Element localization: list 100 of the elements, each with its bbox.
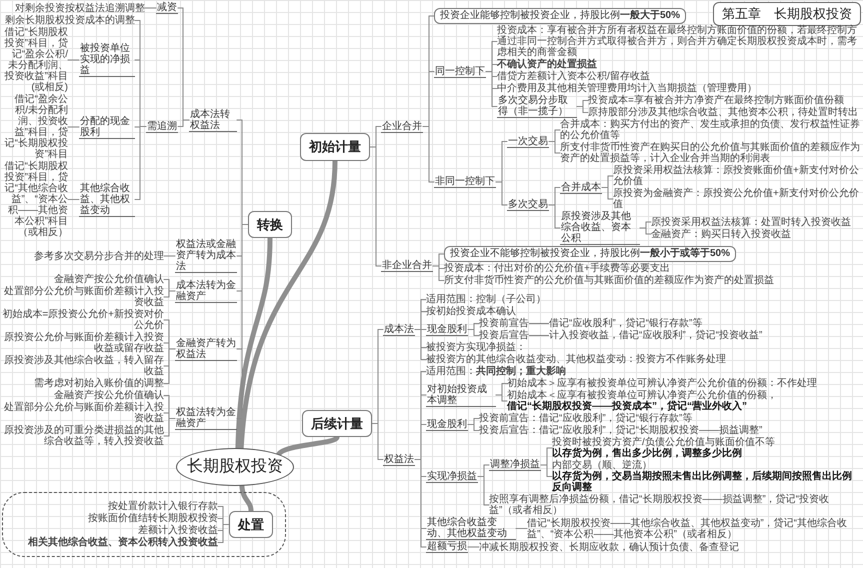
connector-line	[548, 141, 560, 154]
branch-heading: 权益法	[383, 454, 415, 466]
branch-text: 投资后宣告——计入投资收益，借记“应收股利”，贷记“投资收益”	[479, 330, 762, 341]
branch-text: 投资成本：付出对价的公允价值+手续费等必要支出	[444, 263, 670, 274]
branch-heading: 现金股利	[426, 418, 468, 430]
connector-line	[540, 464, 552, 477]
branch-text: 剩余长期股权投资成本的调整	[5, 15, 135, 26]
branch-text: 冲减长期股权投资、长期应收款，确认预计负债、备查登记	[479, 542, 739, 552]
connector-line	[516, 528, 528, 529]
branch-text: 原投资涉及的可重分类进损益的其他综合收益等，转入投资收益	[2, 425, 164, 447]
branch-text: 被投资方实现净损益：	[426, 342, 526, 353]
cloud-outline	[2, 492, 286, 557]
branch-text: 对剩余投资按权益法追溯调整	[15, 2, 145, 14]
branch-text: 金融资产按公允价值确认	[54, 390, 164, 401]
branch-text: 按账面价值结转长期股权投资	[88, 513, 218, 524]
connector-line	[640, 228, 652, 234]
connector-line	[68, 199, 80, 200]
branch-text: 以存货为例，售出多少比例，调整多少比例	[552, 448, 743, 459]
branch-text: 按初始投资成本确认	[426, 306, 516, 317]
connector-line	[414, 329, 426, 360]
connector-line	[178, 120, 190, 127]
branch-text: 合并成本：购买方付出的资产、发生或承担的负债、发行权益性证券的公允价值等	[560, 119, 861, 141]
branch-heading: 非企业合并	[381, 260, 433, 272]
connector-line	[372, 423, 384, 460]
branch-curve	[238, 158, 338, 451]
branch-text: 不确认资产的处置损益	[497, 59, 597, 70]
branch-heading: 一次交易	[507, 136, 549, 148]
topic-box: 初始计量	[300, 133, 370, 161]
branch-heading: 企业合并	[381, 120, 423, 132]
callout-box: 投资企业能够控制被投资企业，持股比例一般大于50%	[434, 8, 686, 24]
branch-heading: 金融资产转为权益法	[175, 338, 237, 360]
branch-heading: 实现净损益	[426, 470, 478, 482]
branch-heading: 权益法转为金融资产	[175, 407, 237, 430]
branch-heading: 需追溯	[146, 120, 178, 132]
connector-line	[468, 546, 480, 548]
branch-heading: 原投资涉及其他综合收益、资本公积	[560, 211, 640, 245]
branch-heading: 权益法或金融资产转为成本法	[175, 239, 237, 273]
branch-text: 金融资产：购买日转入投资收益	[651, 228, 791, 240]
branch-heading: 现金股利	[426, 324, 468, 336]
branch-text: 初始成本＜应享有被投资单位可辨认净资产公允价值的份额，	[507, 390, 777, 401]
branch-text: 借贷方差额计入资本公积/留存收益	[497, 71, 650, 82]
branch-curve	[235, 236, 272, 451]
branch-heading: 分配的现金股利	[79, 116, 135, 138]
branch-text: 借记“长期股权投资——其他综合收益、其他权益变动”，贷记“其他综合收益”、“资本公积——其他资本公积”（或者相反）	[527, 518, 861, 540]
topic-box: 处置	[229, 510, 273, 538]
connector-line	[576, 106, 588, 113]
branch-heading: 多次交易	[507, 199, 549, 211]
branch-text: 以存货为例，交易当期按照未售出比例调整，后续期间按照售出比例反向调整	[552, 471, 853, 493]
branch-text: 相关其他综合收益、资本公积转入投资收益	[28, 537, 218, 548]
branch-heading: 对初始投资成本调整	[426, 384, 496, 406]
connector-line	[548, 204, 560, 228]
branch-heading: 多次交易分步取得（非一揽子）	[497, 95, 577, 118]
branch-text: 借记“长期股权投资”科目，贷记“盈余公积/未分配利润、投资收益”科目(或相反)	[2, 27, 68, 93]
connector-line	[478, 476, 490, 506]
connector-line	[486, 71, 498, 107]
branch-text: 所支付非货币性资产在购买日的公允价值与其账面价值的差额应作为资产的处置损益等，计入企业合并当期的利润表	[560, 142, 861, 164]
branch-text: 初始成本=原投资公允价+新投资对价公允价	[2, 309, 164, 331]
topic-box: 转换	[248, 210, 292, 238]
branch-text: 原投资采用权益法核算：处置时转入投资收益	[651, 216, 851, 228]
callout-box: 投资企业不能够控制被投资企业，持股比例一般小于或等于50%	[444, 246, 736, 262]
branch-text: 原投资涉及其他综合收益，转入留存收益	[2, 355, 164, 377]
connector-line	[370, 146, 382, 266]
connector-line	[164, 418, 176, 436]
connector-line	[164, 290, 176, 298]
branch-heading: 非同一控制下	[434, 176, 496, 188]
branch-text: 借记“长期股权投资——投资成本”，贷记“营业外收入”	[507, 401, 748, 412]
branch-heading: 合并成本	[560, 182, 602, 194]
connector-line	[432, 266, 444, 281]
branch-curve	[276, 434, 340, 457]
topic-box: 后续计量	[302, 410, 372, 438]
branch-text: 投资前宣告：借记“应收股利”，贷记“银行存款”等	[479, 413, 692, 424]
branch-text: 原持股部分涉及其他综合收益、其他资本公积，待处置时转出	[588, 107, 858, 118]
branch-text: 需考虑对初始入账价值的调整	[34, 378, 164, 389]
branch-heading: 调整净损益	[489, 459, 541, 471]
branch-heading: 其他综合收益变动、其他权益变动	[426, 517, 516, 540]
branch-text: 适用范围：控制（子公司）	[426, 294, 546, 305]
branch-text: 借记“长期股权投资”科目，贷记“其他综合收益”、“资本公积——其他资本公积”科目（或相反）	[2, 161, 68, 238]
branch-text: 金融资产按公允价值确认	[54, 274, 164, 285]
chapter-title: 第五章 长期股权投资	[713, 2, 861, 26]
connector-line	[414, 459, 426, 548]
branch-text: 处置部分公允价与账面价差额计入投资收益	[2, 402, 164, 424]
branch-text: 原投资为金融资产：原投资公允价值+新支付对价公允价值	[613, 188, 861, 210]
central-topic-ellipse: 长期股权投资	[176, 448, 294, 486]
branch-text: 所支付非货币性资产的公允价值与其账面价值的差额应作为资产的处置损益	[444, 275, 774, 286]
branch-text: 差额计入投资收益	[138, 525, 218, 536]
branch-heading: 被投资单位实现的净损益	[79, 43, 135, 77]
branch-heading: 同一控制下	[434, 66, 486, 78]
connector-line	[468, 329, 480, 336]
branch-text: 按处置价款计入银行存款	[108, 501, 218, 512]
branch-text: 投资成本：享有被合并方所有者权益在最终控制方账面价值的份额，若最终控制方通过非同一控制合并方式取得被合并方，则合并方确定长期股权投资成本时，需考虑相关的商誉金额	[497, 25, 861, 58]
branch-heading: 其他综合收益、其他权益变动	[79, 182, 135, 216]
connector-line	[164, 348, 176, 384]
branch-text: 按照享有调整后净损益份额，借记“长期股权投资——损益调整”，贷记“投资收益”（或者相反）	[489, 494, 861, 516]
branch-text: 适用范围：共同控制；重大影响	[426, 366, 566, 377]
branch-heading: 成本法	[383, 324, 415, 336]
branch-text: 投资时被投资方资产/负债公允价值与账面价值不等	[552, 437, 775, 448]
branch-text: 借记“盈余公积/未分配利润、投资收益”科目，贷记“长期股权投资”科目	[2, 94, 68, 160]
connector-line	[236, 224, 248, 419]
branch-text: 参考多次交易分步合并的处理	[34, 250, 164, 262]
branch-text: 内部交易（顺、逆流）	[552, 460, 652, 471]
